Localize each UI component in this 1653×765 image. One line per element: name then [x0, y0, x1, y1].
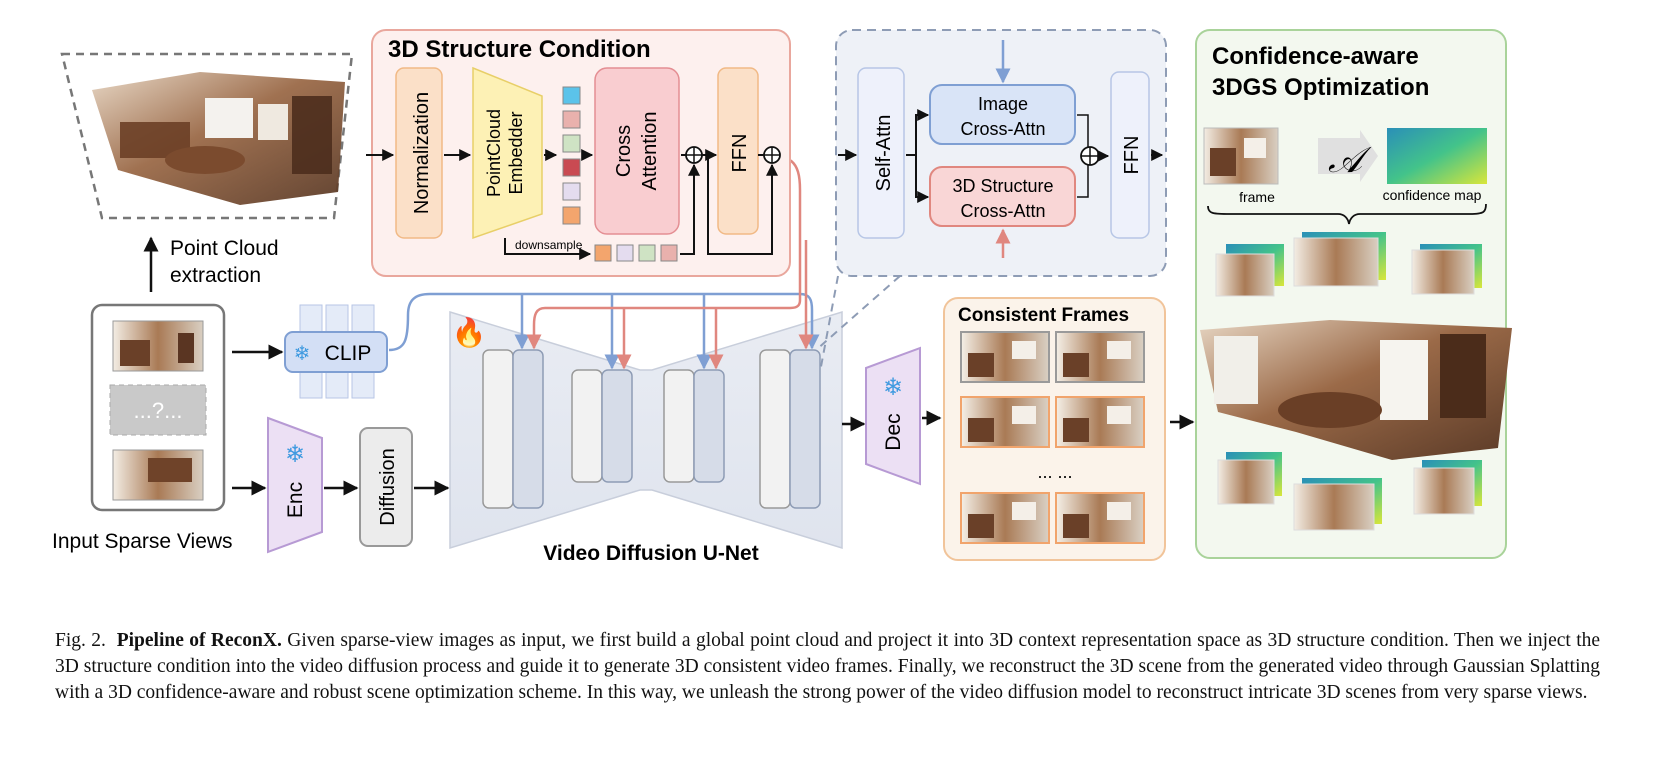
consistent-frame-1-0 [960, 396, 1050, 448]
diffusion-label: Diffusion [377, 448, 399, 525]
structure-cross-attn-label-1: 3D Structure [952, 176, 1053, 196]
dec-label: Dec [882, 413, 905, 450]
structure-condition-title: 3D Structure Condition [388, 36, 651, 63]
confidence-aware-panel: Confidence-aware 3DGS Optimization 𝒜 fra… [1195, 29, 1512, 559]
ffn2-block [1110, 71, 1150, 239]
cross-attention-label-1: Cross [613, 125, 635, 177]
input-sparse-views-label: Input Sparse Views [52, 530, 233, 553]
image-cross-attn-label-2: Cross-Attn [960, 119, 1045, 139]
downsample-token-1 [616, 244, 634, 262]
consistent-frame-0-1 [1055, 331, 1145, 383]
attention-detail-panel: Self-Attn Image Cross-Attn 3D Structure … [815, 29, 1167, 373]
consistent-frames-grid [960, 331, 1145, 544]
image-cross-attn-block [929, 84, 1076, 145]
frames-ellipsis: ... ... [1037, 462, 1072, 482]
diffusion-block: Diffusion [359, 427, 413, 547]
confidence-title-1: Confidence-aware [1212, 43, 1419, 70]
clip-condition-line [388, 292, 820, 352]
confidence-title-2: 3DGS Optimization [1212, 74, 1429, 101]
pointcloud-embedder-label-2: Embedder [506, 111, 526, 194]
self-attn-label: Self-Attn [873, 115, 895, 192]
downsample-token-2 [638, 244, 656, 262]
cross-attention-block [594, 67, 680, 235]
token-0 [562, 86, 581, 105]
ffn2-label: FFN [1121, 136, 1143, 175]
fire-icon: 🔥 [452, 316, 487, 349]
point-cloud-extraction-label-2: extraction [170, 264, 261, 287]
downsample-token-0 [594, 244, 612, 262]
structure-cross-attn-block [929, 166, 1076, 227]
downsampled-tokens [594, 244, 678, 262]
frame-pair-3 [1411, 244, 1482, 295]
input-sparse-views-group: ...?... [90, 303, 226, 512]
frame-pair-6 [1413, 460, 1482, 515]
point-cloud-extraction-label-1: Point Cloud [170, 237, 279, 260]
transform-arrow [1318, 130, 1378, 182]
consistent-frame-2-0 [960, 492, 1050, 544]
unknown-view-label: ...?... [134, 398, 183, 423]
normalization-label: Normalization [411, 92, 433, 214]
ffn-label: FFN [729, 134, 751, 173]
structure-condition-panel: 3D Structure Condition Normalization Poi… [366, 29, 791, 277]
consistent-frames-title: Consistent Frames [958, 305, 1129, 326]
token-5 [562, 206, 581, 225]
ffn-block [717, 67, 759, 235]
caption-text: Given sparse-view images as input, we fi… [55, 630, 1601, 703]
consistent-frame-0-0 [960, 331, 1050, 383]
image-cross-attn-label-1: Image [978, 94, 1028, 114]
reconstructed-scene [1200, 320, 1512, 460]
clip-encoder: ❄ CLIP [284, 304, 388, 399]
point-cloud-render [60, 52, 354, 220]
token-2 [562, 134, 581, 153]
unknown-view-placeholder [109, 384, 207, 436]
unet-label: Video Diffusion U-Net [543, 542, 758, 565]
caption-prefix: Fig. 2. [55, 630, 106, 651]
structure-condition-line [526, 153, 802, 350]
consistent-frame-1-1 [1055, 396, 1145, 448]
reconx-pipeline-diagram: Point Cloud extraction ...?... Input Spa… [52, 29, 1512, 565]
frame-pair-1 [1215, 244, 1284, 297]
pointcloud-embedder-block [472, 66, 543, 240]
cross-attention-label-2: Attention [639, 112, 661, 191]
frame-pair-5 [1293, 478, 1382, 531]
point-cloud-tokens [562, 86, 581, 225]
confidence-map-thumbnail [1387, 128, 1487, 184]
video-diffusion-unet: 🔥 [449, 310, 843, 550]
dec-decoder: ❄ Dec [865, 346, 921, 486]
caption-bold: Pipeline of ReconX. [116, 630, 282, 651]
token-4 [562, 182, 581, 201]
confidence-map-label: confidence map [1383, 187, 1482, 203]
brace [1207, 203, 1487, 225]
clip-snowflake-icon: ❄ [294, 343, 311, 365]
downsample-label: downsample [515, 238, 583, 252]
self-attn-block [857, 67, 905, 239]
structure-cross-attn-label-2: Cross-Attn [960, 201, 1045, 221]
dec-snowflake-icon: ❄ [883, 374, 903, 401]
consistent-frames-panel: Consistent Frames ... ... [943, 297, 1166, 561]
pointcloud-embedder-label-1: PointCloud [484, 109, 504, 197]
token-3 [562, 158, 581, 177]
frame-label: frame [1239, 189, 1275, 205]
enc-label: Enc [284, 482, 307, 518]
downsample-token-3 [660, 244, 678, 262]
enc-snowflake-icon: ❄ [285, 441, 305, 468]
consistent-frame-2-1 [1055, 492, 1145, 544]
clip-label: CLIP [325, 342, 372, 365]
normalization-block [395, 67, 443, 239]
enc-encoder: ❄ Enc [267, 416, 323, 554]
figure-caption: Fig. 2. Pipeline of ReconX. Given sparse… [55, 628, 1600, 706]
token-1 [562, 110, 581, 129]
frame-pair-2 [1293, 232, 1386, 287]
frame-pair-4 [1217, 452, 1282, 505]
